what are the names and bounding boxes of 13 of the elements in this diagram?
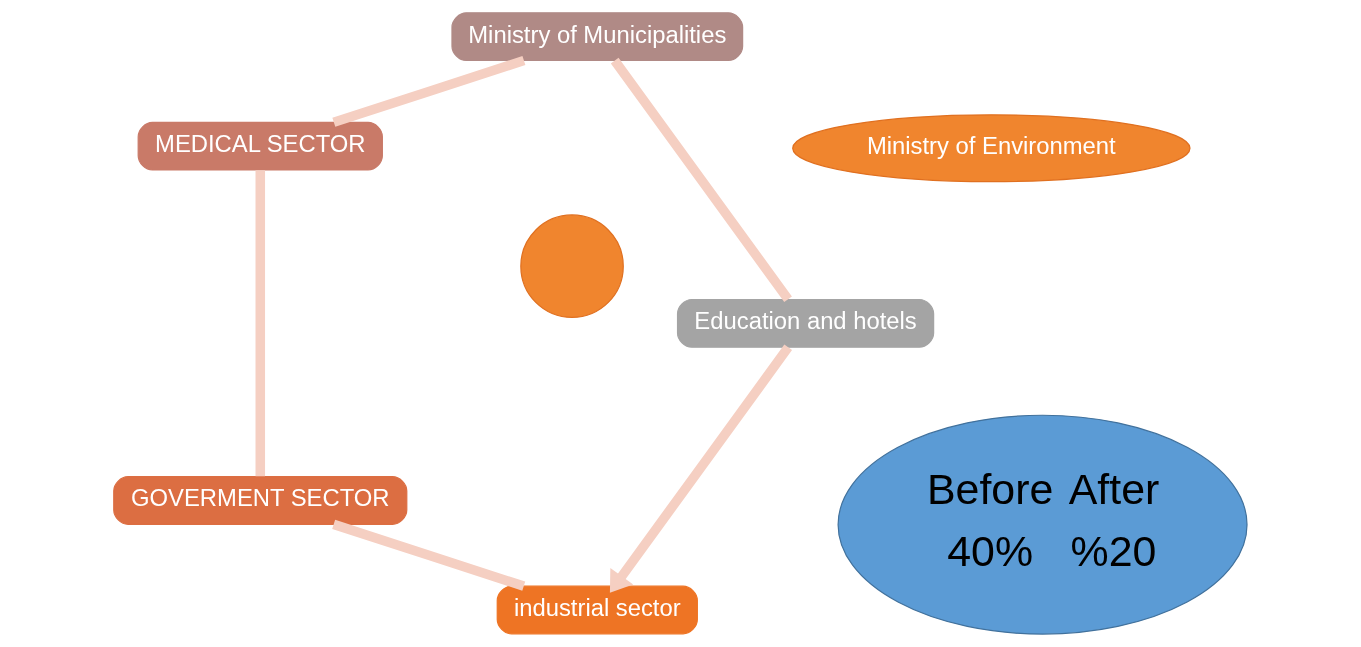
arrow <box>609 344 793 593</box>
node-box: MEDICAL SECTOR <box>137 121 383 171</box>
node-box: GOVERMENT SECTOR <box>113 476 408 525</box>
connector <box>332 55 526 127</box>
connector <box>610 57 792 303</box>
node-box: industrial sector <box>496 585 698 635</box>
node-ellipse: Ministry of Environment <box>792 114 1191 183</box>
node-box: Education and hotels <box>676 298 935 348</box>
node-circle <box>520 214 624 318</box>
node-ellipse: Before After 40% %20 <box>837 414 1248 635</box>
connector <box>332 519 526 591</box>
node-box: Ministry of Municipalities <box>451 12 744 62</box>
connector <box>255 170 266 477</box>
